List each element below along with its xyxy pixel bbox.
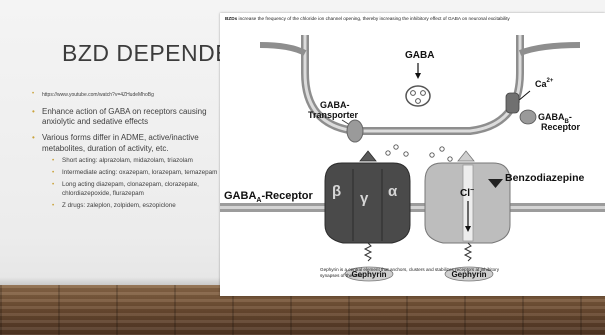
sub-bullet-item: Long acting diazepam, clonazepam, cloraz…	[42, 181, 227, 197]
released-gaba	[404, 152, 408, 156]
ca-label: Ca2+	[535, 78, 554, 89]
bullet-link-text[interactable]: https://www.youtube.com/watch?v=4ZHudeMh…	[42, 92, 154, 98]
bullet-link[interactable]: https://www.youtube.com/watch?v=4ZHudeMh…	[32, 92, 227, 99]
presynaptic-arm-left	[260, 45, 305, 53]
gaba-molecule	[411, 91, 416, 96]
gabaa-text: GABA	[224, 190, 256, 202]
gaba-transporter-label-1: GABA-	[320, 100, 350, 110]
bullet-text: Enhance action of GABA on receptors caus…	[42, 107, 207, 126]
sub-bullet-item: Short acting: alprazolam, midazolam, tri…	[42, 157, 227, 165]
released-gaba	[440, 147, 444, 151]
gaba-transporter	[347, 120, 363, 142]
gabab-receptor	[520, 110, 536, 124]
figure-caption-bottom: Gephyrin is a central element that ancho…	[320, 267, 510, 279]
gaba-binding-site	[458, 151, 474, 161]
receptor-anchor-squiggle	[465, 243, 471, 261]
gaba-receptor-figure: BZDs increase the frequency of the chlor…	[220, 13, 605, 296]
released-gaba	[430, 153, 434, 157]
gaba-binding-site	[360, 151, 376, 161]
cl-superscript: −	[470, 187, 474, 194]
gabaa-suffix: -Receptor	[261, 190, 313, 202]
receptor-anchor-squiggle	[365, 243, 371, 261]
gabaa-label: GABAA-Receptor	[224, 190, 314, 204]
bullet-item: Enhance action of GABA on receptors caus…	[32, 107, 227, 128]
gamma-subunit-label: γ	[360, 190, 369, 207]
presynaptic-arm-right	[520, 45, 580, 53]
released-gaba	[386, 151, 390, 155]
gabab-dash: -	[569, 112, 572, 122]
gaba-transporter-label-2: Transporter	[308, 110, 359, 120]
gaba-label: GABA	[405, 50, 434, 61]
cl-text: Cl	[460, 188, 470, 199]
bullet-list: https://www.youtube.com/watch?v=4ZHudeMh…	[32, 92, 227, 216]
beta-subunit-label: β	[332, 183, 341, 200]
gaba-molecule	[421, 91, 426, 96]
gaba-arrowhead	[415, 73, 421, 79]
alpha-subunit-label: α	[388, 183, 398, 200]
released-gaba	[448, 157, 452, 161]
sub-bullet-item: Z drugs: zaleplon, zolpidem, eszopiclone	[42, 202, 227, 210]
bullet-item: Various forms differ in ADME, active/ina…	[32, 133, 227, 210]
benzodiazepine-label: Benzodiazepine	[505, 172, 585, 184]
released-gaba	[394, 145, 398, 149]
gabab-label-2: Receptor	[541, 122, 581, 132]
sub-bullet-item: Intermediate acting: oxazepam, lorazepam…	[42, 169, 227, 177]
gabab-text: GABA	[538, 112, 565, 122]
synapse-diagram: GABA GABA- Transporter Ca2+ GABAB- Recep…	[220, 13, 605, 296]
calcium-channel	[506, 93, 519, 113]
postsynaptic-membrane-inner	[220, 206, 605, 209]
ca-superscript: 2+	[547, 78, 554, 84]
sub-bullet-list: Short acting: alprazolam, midazolam, tri…	[42, 157, 227, 210]
gaba-molecule	[416, 99, 421, 104]
bullet-text: Various forms differ in ADME, active/ina…	[42, 133, 199, 152]
